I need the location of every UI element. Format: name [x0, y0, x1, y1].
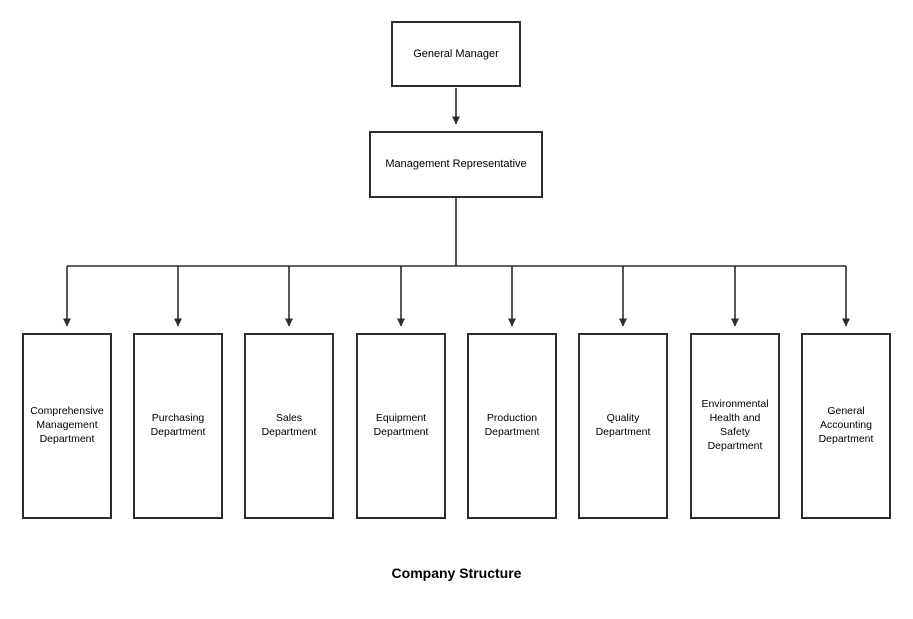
org-node-label: Management Representative [385, 158, 527, 171]
org-node-label: Comprehensive Management Department [30, 405, 104, 445]
org-node-label: General Accounting Department [818, 405, 874, 445]
org-node-sales-department: Sales Department [244, 333, 334, 519]
org-node-equipment-department: Equipment Department [356, 333, 446, 519]
org-node-quality-department: Quality Department [578, 333, 668, 519]
org-node-label: Quality Department [595, 412, 651, 438]
org-node-label: General Manager [413, 47, 499, 60]
org-node-label: Equipment Department [373, 412, 429, 438]
org-node-general-manager: General Manager [391, 21, 521, 87]
org-node-label: Environmental Health and Safety Departme… [701, 398, 769, 452]
org-node-label: Sales Department [261, 412, 317, 438]
org-node-label: Production Department [484, 412, 540, 438]
org-node-general-accounting-department: General Accounting Department [801, 333, 891, 519]
org-node-comprehensive-management-department: Comprehensive Management Department [22, 333, 112, 519]
org-node-management-representative: Management Representative [369, 131, 543, 198]
org-node-label: Purchasing Department [150, 412, 206, 438]
org-node-environmental-health-safety-department: Environmental Health and Safety Departme… [690, 333, 780, 519]
diagram-caption: Company Structure [391, 565, 522, 581]
org-node-production-department: Production Department [467, 333, 557, 519]
org-node-purchasing-department: Purchasing Department [133, 333, 223, 519]
